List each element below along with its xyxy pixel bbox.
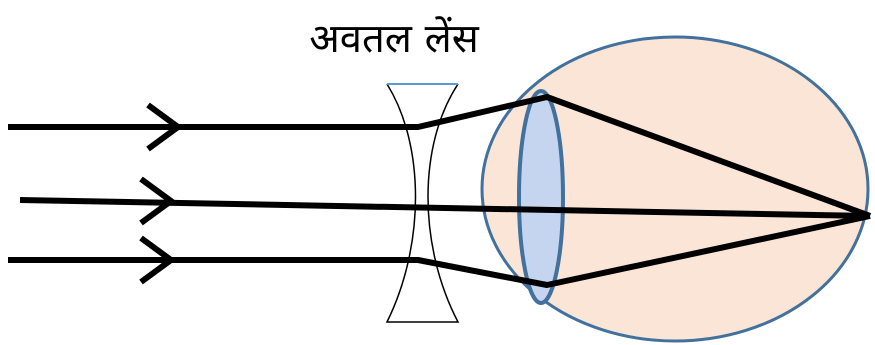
arrowhead-right-icon (139, 176, 177, 226)
light-rays (8, 94, 872, 288)
concave-lens-label: अवतल लेंस (309, 16, 480, 62)
arrowhead-right-icon (139, 235, 177, 285)
ray-top (8, 94, 872, 219)
concave-lens (385, 83, 460, 323)
ray-middle (19, 197, 871, 219)
ray-bottom (8, 213, 871, 288)
eye-lens (517, 89, 565, 305)
eyeball (480, 35, 870, 343)
arrowhead-right-icon (146, 102, 184, 152)
